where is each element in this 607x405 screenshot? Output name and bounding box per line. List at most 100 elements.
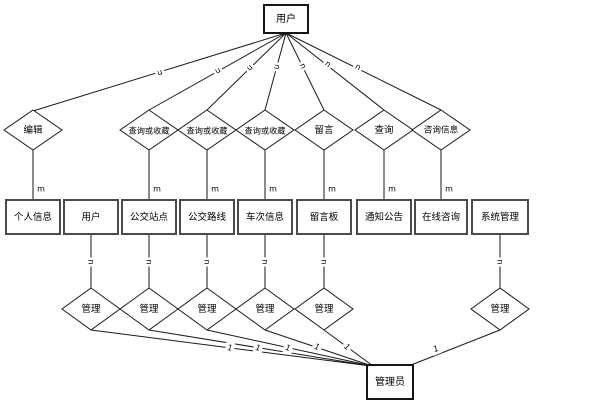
- cardinality-label-system-to-manage6: n: [494, 257, 506, 267]
- node-admin: 管理员: [366, 364, 414, 400]
- rel-manage-2-diamond: [119, 287, 179, 331]
- cardinality-label-board-to-manage5: n: [318, 257, 330, 267]
- svg-text:n: n: [320, 259, 329, 264]
- rel-manage-5-label: 管理: [314, 303, 334, 315]
- ent-message-board-box: [296, 199, 352, 235]
- svg-text:n: n: [214, 66, 223, 76]
- rel-leave-message-diamond: [294, 109, 354, 151]
- ent-bus-route: 公交路线: [179, 199, 235, 235]
- cardinality-label-consult-to-online: m: [445, 185, 453, 194]
- rel-manage-6-diamond: [470, 287, 530, 331]
- ent-notice-box: [356, 199, 412, 235]
- edge-user-to-query: [285, 32, 385, 111]
- edge-user-to-qc3: [264, 32, 287, 111]
- svg-text:n: n: [261, 259, 270, 264]
- ent-personal-info: 个人信息: [5, 199, 61, 235]
- rel-manage-6: 管理: [470, 287, 530, 331]
- ent-online-consult-box: [414, 199, 468, 235]
- node-user-top-box: [263, 4, 309, 34]
- rel-query-or-collect-3-label: 查询或收藏: [245, 126, 286, 136]
- rel-query-or-collect-1-diamond: [119, 109, 179, 151]
- svg-text:1: 1: [255, 343, 261, 353]
- ent-user: 用户: [63, 199, 119, 235]
- rel-query-or-collect-2: 查询或收藏: [177, 109, 237, 151]
- rel-edit: 编辑: [3, 109, 63, 151]
- node-admin-label: 管理员: [375, 375, 405, 388]
- svg-text:1: 1: [227, 343, 233, 353]
- ent-message-board: 留言板: [296, 199, 352, 235]
- svg-text:n: n: [145, 259, 154, 264]
- rel-consult-info-label: 咨询信息: [424, 124, 459, 136]
- cardinality-label-user-to-edit: n: [154, 66, 166, 80]
- rel-manage-1: 管理: [61, 287, 121, 331]
- cardinality-label-qc2-to-bus-route: m: [211, 185, 219, 194]
- svg-text:n: n: [272, 63, 282, 70]
- rel-consult-info: 咨询信息: [411, 109, 471, 151]
- svg-text:n: n: [298, 62, 308, 71]
- rel-query-or-collect-3-diamond: [235, 109, 295, 151]
- edge-user-to-message: [285, 32, 325, 111]
- cardinality-label-query-to-notice: m: [388, 185, 396, 194]
- cardinality-label-manage4-to-admin: 1: [310, 340, 324, 354]
- rel-query-or-collect-3: 查询或收藏: [235, 109, 295, 151]
- svg-text:m: m: [211, 185, 219, 194]
- ent-bus-route-box: [179, 199, 235, 235]
- rel-leave-message-label: 留言: [314, 124, 334, 136]
- rel-edit-label: 编辑: [23, 124, 43, 136]
- ent-message-board-label: 留言板: [310, 211, 339, 223]
- rel-query-or-collect-2-label: 查询或收藏: [187, 126, 228, 136]
- edge-user-to-qc2: [206, 32, 287, 111]
- svg-text:1: 1: [432, 344, 440, 354]
- cardinality-label-user-ent-to-manage1: n: [85, 257, 97, 267]
- rel-manage-1-diamond: [61, 287, 121, 331]
- ent-notice: 通知公告: [356, 199, 412, 235]
- cardinality-label-user-to-qc1: n: [211, 64, 225, 78]
- rel-manage-3-diamond: [177, 287, 237, 331]
- svg-text:m: m: [153, 185, 161, 194]
- svg-text:m: m: [328, 185, 336, 194]
- node-admin-box: [366, 364, 414, 400]
- svg-text:n: n: [245, 63, 255, 73]
- ent-online-consult: 在线咨询: [414, 199, 468, 235]
- node-user-top-label: 用户: [276, 12, 296, 25]
- svg-text:n: n: [323, 59, 333, 69]
- cardinality-label-bus-stop-to-manage2: n: [143, 257, 155, 267]
- svg-text:m: m: [388, 185, 396, 194]
- ent-trip-info-box: [237, 199, 293, 235]
- cardinality-label-manage2-to-admin: 1: [252, 341, 264, 355]
- svg-text:n: n: [496, 259, 505, 264]
- rel-manage-3-label: 管理: [197, 303, 217, 315]
- rel-manage-5-diamond: [294, 287, 354, 331]
- ent-system-manage-box: [471, 199, 529, 235]
- cardinality-label-message-to-board: m: [328, 185, 336, 194]
- ent-personal-info-label: 个人信息: [14, 211, 52, 223]
- rel-query-diamond: [354, 109, 414, 151]
- rel-edit-diamond: [3, 109, 63, 151]
- cardinality-label-user-to-qc3: n: [270, 61, 284, 73]
- cardinality-label-bus-route-to-manage3: n: [201, 257, 213, 267]
- cardinality-label-user-to-consult: n: [351, 60, 365, 74]
- ent-bus-stop-label: 公交站点: [130, 211, 169, 223]
- cardinality-label-manage5-to-admin: 1: [340, 339, 354, 355]
- svg-text:m: m: [445, 185, 453, 194]
- cardinality-label-trip-info-to-manage4: n: [259, 257, 271, 267]
- rel-manage-2: 管理: [119, 287, 179, 331]
- svg-text:n: n: [354, 62, 363, 72]
- edge-manage6-to-admin: [410, 329, 501, 366]
- svg-text:m: m: [269, 185, 277, 194]
- svg-text:1: 1: [285, 343, 292, 353]
- rel-consult-info-diamond: [411, 109, 471, 151]
- rel-manage-4: 管理: [235, 287, 295, 331]
- ent-bus-stop: 公交站点: [121, 199, 177, 235]
- svg-text:1: 1: [342, 342, 351, 352]
- rel-manage-6-label: 管理: [490, 303, 510, 315]
- cardinality-label-manage6-to-admin: 1: [429, 342, 443, 356]
- cardinality-label-qc3-to-trip-info: m: [269, 185, 277, 194]
- cardinality-label-user-to-message: n: [296, 59, 310, 73]
- svg-text:1: 1: [313, 342, 321, 352]
- rel-query-or-collect-2-diamond: [177, 109, 237, 151]
- ent-online-consult-label: 在线咨询: [422, 211, 460, 223]
- edge-user-to-consult: [285, 32, 442, 111]
